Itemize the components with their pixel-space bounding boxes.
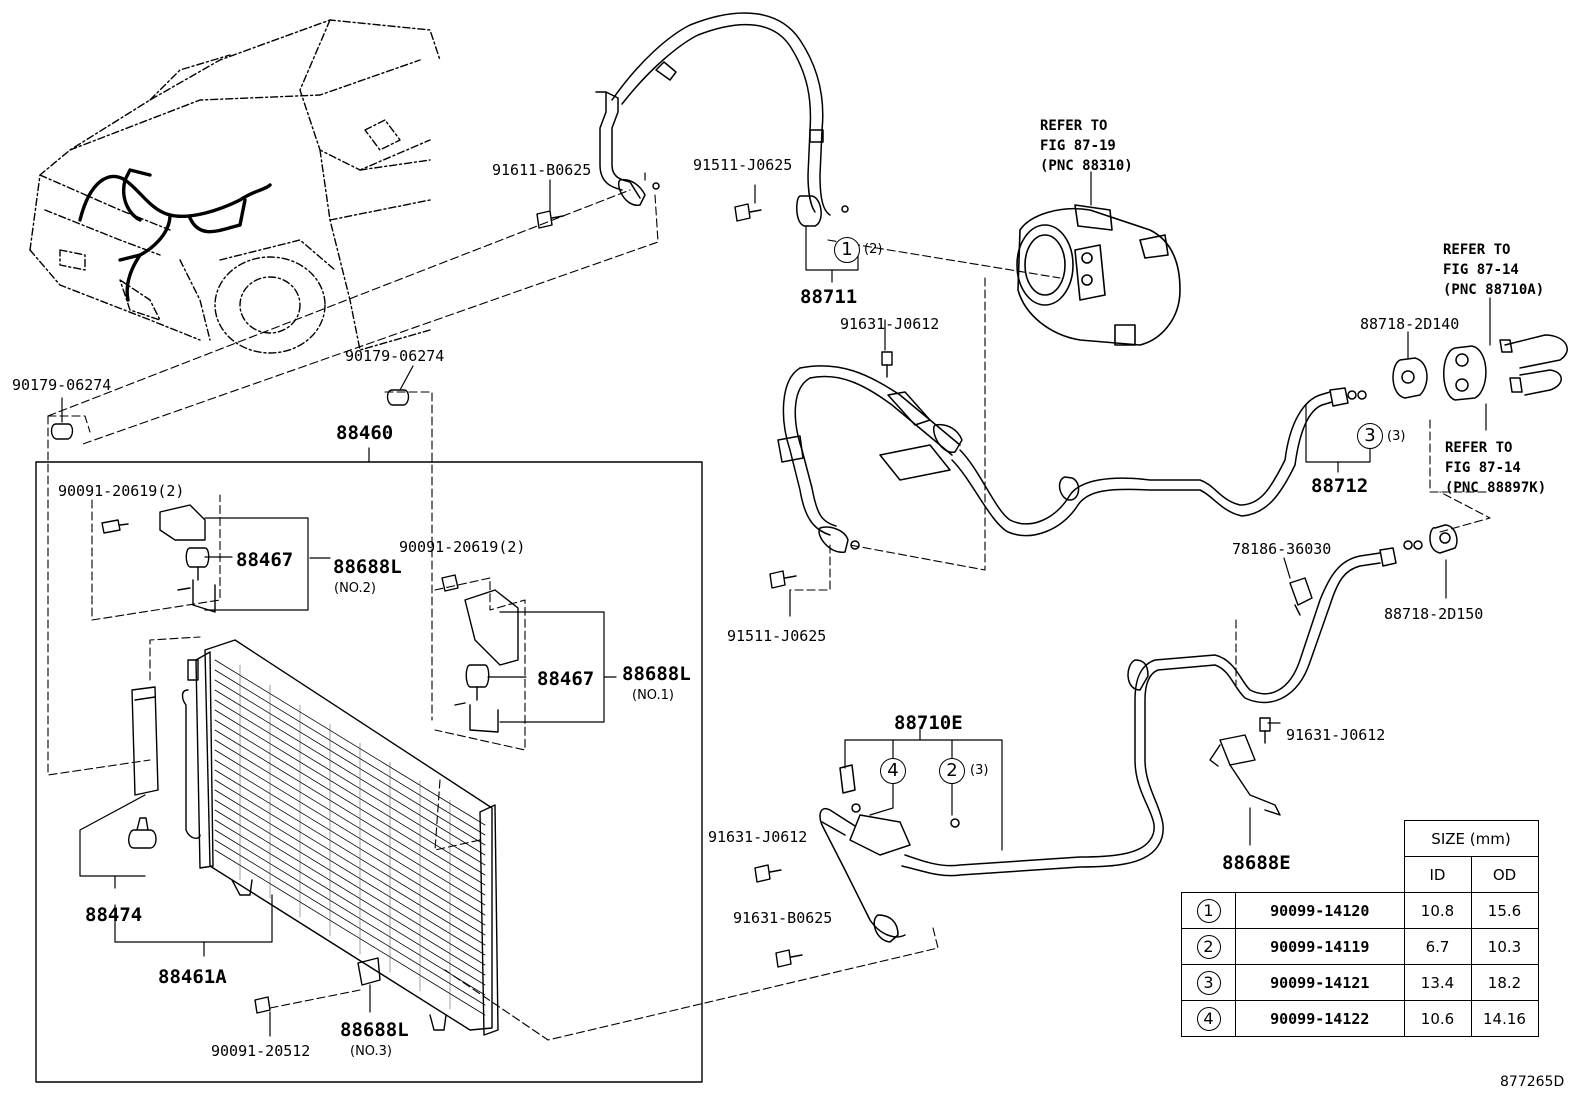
size-table-part: 90099-14119 — [1235, 928, 1405, 965]
label-88688l-no3: 88688L — [340, 1019, 409, 1041]
label-88711: 88711 — [800, 286, 858, 308]
callout-oring-1-qty: (2) — [864, 242, 883, 257]
size-table-key: 2 — [1181, 928, 1236, 965]
label-91511-j0625-mid: 91511-J0625 — [727, 627, 827, 645]
ref-compressor-line2: FIG 87-19 — [1040, 138, 1116, 154]
ref-cooling-a-line2: FIG 87-14 — [1443, 262, 1519, 278]
label-88461a: 88461A — [158, 966, 227, 988]
size-table-blank — [1182, 821, 1236, 857]
liquid-tube — [819, 547, 1397, 943]
label-90091-20512: 90091-20512 — [211, 1042, 311, 1060]
vehicle-wiring — [78, 168, 272, 302]
label-91511-j0625-top: 91511-J0625 — [693, 156, 793, 174]
size-table-key: 1 — [1181, 892, 1236, 929]
label-90179-06274-left: 90179-06274 — [12, 376, 112, 394]
size-table-blank — [1236, 821, 1405, 857]
size-table-row: 2 90099-14119 6.7 10.3 — [1181, 928, 1539, 965]
size-table-row: 1 90099-14120 10.8 15.6 — [1181, 892, 1539, 929]
size-table-id: 6.7 — [1403, 928, 1472, 965]
size-table-header: SIZE (mm) — [1403, 820, 1539, 857]
label-88688l-no2-note: (NO.2) — [334, 581, 376, 596]
callout-oring-2-qty: (3) — [970, 763, 989, 778]
size-table-blank — [1235, 856, 1404, 893]
compressor-body — [1016, 204, 1181, 346]
label-88718-2d140: 88718-2D140 — [1360, 315, 1460, 333]
label-88688l-no2: 88688L — [333, 556, 402, 578]
label-91631-j0612-top: 91631-J0612 — [840, 315, 940, 333]
side-seal-part — [128, 686, 159, 849]
pressure-switch-clamp — [1209, 577, 1313, 816]
label-91631-j0612-right: 91631-J0612 — [1286, 726, 1386, 744]
label-88474: 88474 — [85, 904, 143, 926]
label-88688l-no3-note: (NO.3) — [350, 1044, 392, 1059]
size-table-col-id: ID — [1403, 856, 1472, 893]
ref-compressor-line3: (PNC 88310) — [1040, 158, 1133, 174]
size-table-header-row: SIZE (mm) — [1182, 820, 1539, 857]
callout-oring-1: 1 — [834, 237, 860, 263]
size-table-od: 15.6 — [1470, 892, 1539, 929]
label-88712: 88712 — [1311, 475, 1369, 497]
size-table-part: 90099-14122 — [1235, 1000, 1405, 1037]
condenser-core — [181, 639, 499, 1036]
label-91611-b0625: 91611-B0625 — [492, 161, 592, 179]
size-table-row: 3 90099-14121 13.4 18.2 — [1181, 964, 1539, 1001]
size-table-key: 4 — [1181, 1000, 1236, 1037]
oring-size-table: SIZE (mm) ID OD 1 90099-14120 10.8 15.6 … — [1181, 820, 1539, 1037]
callout-oring-3-qty: (3) — [1387, 429, 1406, 444]
label-88718-2d150: 88718-2D150 — [1384, 605, 1484, 623]
condenser-group-box — [35, 461, 703, 1083]
ref-cooling-k-line1: REFER TO — [1445, 440, 1513, 456]
label-88460: 88460 — [336, 422, 394, 444]
label-90179-06274-mid: 90179-06274 — [345, 347, 445, 365]
label-88710e: 88710E — [894, 712, 963, 734]
reference-leaders — [47, 189, 1491, 1041]
condenser-leaders — [79, 517, 617, 1037]
ref-cooling-k-line3: (PNC 88897K) — [1445, 480, 1547, 496]
size-table-part: 90099-14121 — [1235, 964, 1405, 1001]
size-table-od: 18.2 — [1470, 964, 1539, 1001]
bracket-no2 — [101, 504, 216, 613]
label-78186-36030: 78186-36030 — [1232, 540, 1332, 558]
figure-id: 877265D — [1500, 1074, 1565, 1090]
bolts — [50, 203, 1271, 968]
suction-hose — [777, 365, 1367, 553]
bracket-no1 — [441, 574, 519, 733]
size-table-part: 90099-14120 — [1235, 892, 1405, 929]
size-table-id: 10.8 — [1403, 892, 1472, 929]
bracket-no3 — [254, 957, 381, 1014]
label-88467-a: 88467 — [236, 549, 294, 571]
size-table-subheader-row: ID OD — [1182, 856, 1539, 893]
size-table-od: 14.16 — [1470, 1000, 1539, 1037]
label-88688l-no1-note: (NO.1) — [632, 688, 674, 703]
size-table-od: 10.3 — [1470, 928, 1539, 965]
group-leaders — [61, 171, 1491, 851]
label-90091-20619-a: 90091-20619(2) — [58, 482, 185, 500]
discharge-hose — [595, 12, 849, 227]
label-90091-20619-b: 90091-20619(2) — [399, 538, 526, 556]
size-table-id: 10.6 — [1403, 1000, 1472, 1037]
size-table-col-od: OD — [1470, 856, 1539, 893]
callout-oring-3: 3 — [1357, 423, 1383, 449]
vehicle-outline — [29, 19, 441, 354]
ref-cooling-k-line2: FIG 87-14 — [1445, 460, 1521, 476]
cooling-unit-fittings — [1392, 334, 1568, 554]
callout-oring-2: 2 — [939, 758, 965, 784]
label-88467-b: 88467 — [537, 668, 595, 690]
size-table-key: 3 — [1181, 964, 1236, 1001]
size-table-id: 13.4 — [1403, 964, 1472, 1001]
ref-cooling-a-line3: (PNC 88710A) — [1443, 282, 1545, 298]
size-table-blank — [1182, 857, 1236, 893]
label-91631-j0612-low: 91631-J0612 — [708, 828, 808, 846]
size-table-row: 4 90099-14122 10.6 14.16 — [1181, 1000, 1539, 1037]
callout-oring-4: 4 — [880, 758, 906, 784]
label-88688l-no1: 88688L — [622, 663, 691, 685]
ref-compressor-line1: REFER TO — [1040, 118, 1108, 134]
label-91631-b0625: 91631-B0625 — [733, 909, 833, 927]
ref-cooling-a-line1: REFER TO — [1443, 242, 1511, 258]
